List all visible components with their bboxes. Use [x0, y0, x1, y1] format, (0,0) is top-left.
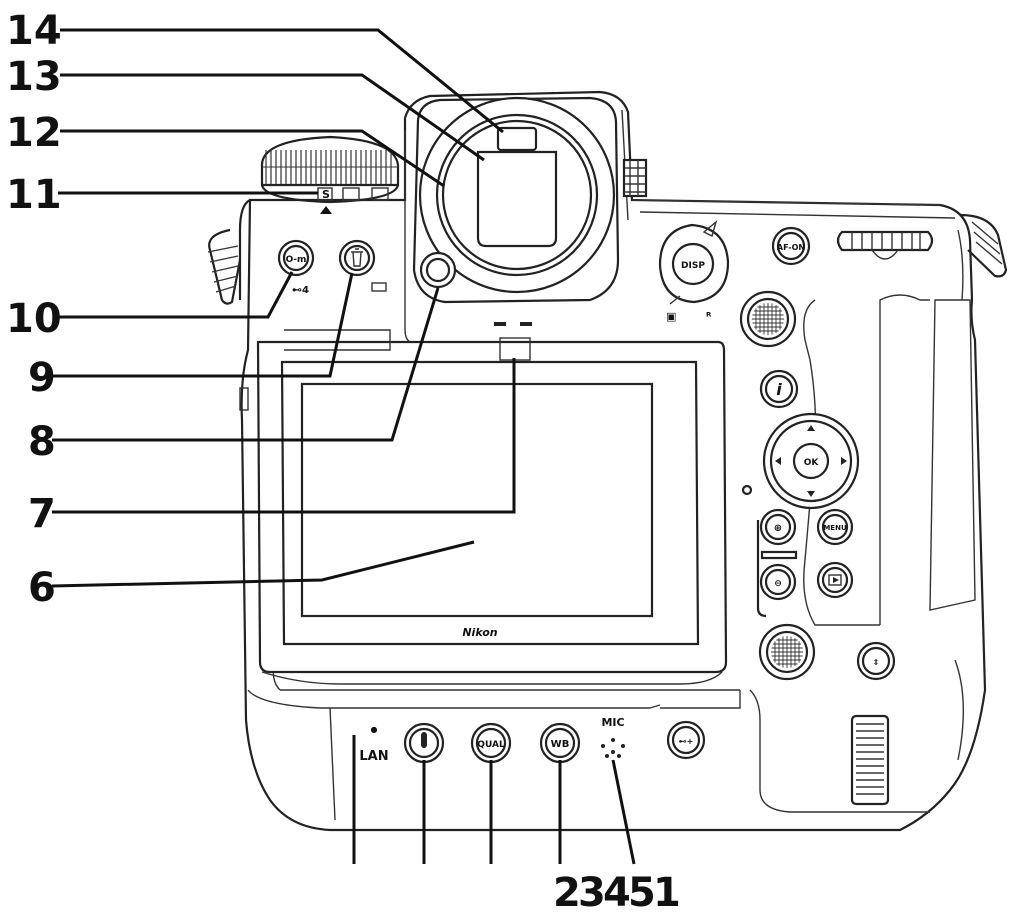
monitor: Nikon	[256, 322, 728, 685]
dial-index-icon	[320, 206, 332, 214]
main-command-dial[interactable]	[836, 230, 934, 260]
callout-numbers: 14 13 12 11 10 9 8 7 6 2 3 4 5 1	[6, 8, 681, 916]
play-icon	[833, 577, 839, 583]
card-access-lamp	[741, 484, 753, 496]
multi-selector[interactable]: OK	[762, 412, 860, 510]
wb-label: WB	[551, 739, 570, 750]
menu-label: MENU	[823, 524, 847, 532]
strap-lug-right	[959, 213, 1008, 278]
callout-7: 7	[28, 491, 56, 537]
top-right-knurl	[622, 158, 648, 198]
release-mode-dial[interactable]: S	[260, 135, 400, 214]
brand-logo: Nikon	[462, 626, 497, 639]
lan-dot: ●	[371, 725, 378, 734]
lan-label: LAN	[359, 749, 388, 764]
monitor-screen	[300, 382, 654, 618]
callout-8: 8	[28, 419, 56, 465]
leader-9	[52, 272, 354, 378]
lock-label: ⊷4	[292, 285, 309, 296]
video-mode-icon: ᴿ	[706, 310, 712, 323]
viewfinder-eyepiece	[412, 96, 620, 304]
diopter-knob[interactable]	[419, 251, 457, 289]
qual-label: QUAL	[477, 740, 505, 750]
zoom-in-icon: ⊕	[774, 523, 782, 534]
callout-2: 2	[553, 870, 581, 916]
ambient-sensor-right	[520, 322, 532, 326]
af-mode-button-bottom[interactable]: ⊷+	[666, 720, 706, 760]
callout-9: 9	[28, 355, 56, 401]
viewfinder-window	[476, 150, 558, 248]
mic-label: MIC	[601, 716, 624, 729]
sub-selector-bottom[interactable]	[758, 623, 816, 681]
protect-button[interactable]: O‑m	[277, 239, 315, 277]
trash-icon	[351, 248, 363, 267]
side-mark	[239, 387, 249, 411]
leader-lines	[51, 28, 636, 865]
photo-mode-icon: ▣	[666, 310, 676, 323]
ok-label: OK	[804, 458, 820, 468]
sub-selector-top[interactable]	[739, 290, 797, 348]
callout-3: 3	[578, 870, 606, 916]
zoom-out-button[interactable]: ⊖	[759, 563, 797, 601]
callout-10: 10	[6, 296, 62, 342]
zoom-in-button[interactable]: ⊕	[756, 508, 797, 618]
callout-14: 14	[6, 8, 62, 54]
af-icon: ⊷+	[679, 737, 694, 746]
wb-button[interactable]: WB	[539, 722, 581, 764]
leader-12	[60, 129, 445, 188]
format-label-icon	[371, 282, 387, 292]
leader-1	[611, 759, 636, 865]
eye-sensor	[496, 126, 538, 152]
microphone-grille: MIC	[601, 716, 625, 758]
ambient-sensor-left	[494, 322, 506, 326]
callout-6: 6	[28, 565, 56, 611]
callout-11: 11	[6, 172, 62, 218]
leader-10	[58, 271, 294, 319]
lan-indicator: ● LAN	[359, 725, 388, 764]
af-mode-button-right[interactable]: ⇕	[856, 641, 896, 681]
info-icon: i	[776, 380, 782, 399]
callout-1: 1	[653, 870, 681, 916]
delete-button[interactable]	[338, 239, 376, 277]
s-mode-label: S	[322, 188, 330, 201]
strap-lug-left	[207, 228, 242, 305]
zoom-divider	[760, 550, 798, 560]
leader-14	[60, 28, 504, 134]
camera-body	[238, 90, 987, 832]
callout-4: 4	[603, 870, 631, 916]
disp-label: DISP	[681, 261, 705, 271]
callout-5: 5	[628, 870, 656, 916]
leader-8	[52, 287, 440, 442]
callout-13: 13	[6, 54, 62, 100]
protect-icon: O‑m	[286, 255, 307, 265]
zoom-out-icon: ⊖	[774, 579, 782, 589]
callout-12: 12	[6, 110, 62, 156]
af-on-label: AF-ON	[777, 243, 805, 252]
disp-button[interactable]: DISP ▣ ᴿ	[658, 220, 730, 323]
voice-memo-button[interactable]	[403, 722, 445, 764]
vertical-command-dial[interactable]	[850, 714, 890, 806]
i-button[interactable]: i	[759, 369, 799, 409]
microphone-icon	[421, 732, 427, 748]
menu-button[interactable]: MENU	[816, 508, 854, 546]
qual-button[interactable]: QUAL	[470, 722, 512, 764]
af-mode-icon: ⇕	[873, 658, 880, 667]
leader-7	[52, 358, 516, 514]
playback-button[interactable]	[816, 561, 854, 599]
leader-13	[60, 73, 485, 162]
leader-6	[51, 540, 475, 588]
af-on-button[interactable]: AF-ON	[771, 226, 811, 266]
